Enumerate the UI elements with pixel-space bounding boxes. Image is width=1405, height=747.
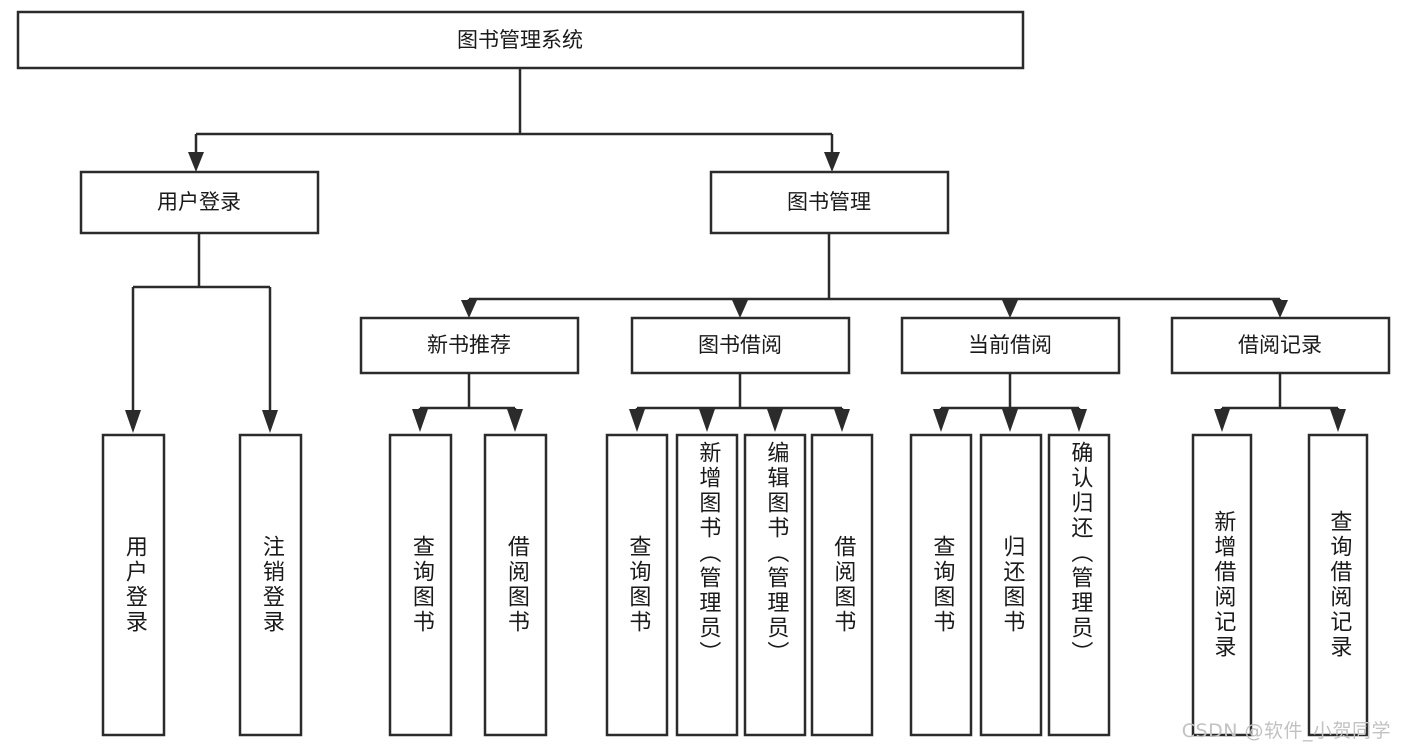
connector-currentborrow-to-leaves — [933, 373, 1087, 432]
node-book-management[interactable] — [709, 170, 950, 235]
connector-bookmgmt-to-level3 — [461, 233, 1288, 318]
node-book-borrow-label: 图书借阅 — [698, 333, 782, 357]
leaf-box[interactable] — [743, 433, 807, 737]
leaf-box[interactable] — [605, 433, 669, 737]
leaf-box[interactable] — [483, 433, 548, 737]
node-book-borrow[interactable] — [630, 316, 851, 375]
node-user-login[interactable] — [79, 170, 320, 235]
node-user-login-label: 用户登录 — [157, 190, 241, 214]
node-root[interactable] — [16, 10, 1025, 70]
watermark: CSDN @软件_小贺同学 — [1181, 720, 1391, 742]
leaf-box[interactable] — [979, 433, 1043, 737]
node-root-label: 图书管理系统 — [457, 28, 583, 52]
connector-root-to-level2 — [188, 68, 840, 172]
connector-borrowrecord-to-leaves — [1214, 373, 1346, 432]
connector-newbook-to-leaves — [412, 373, 523, 432]
leaf-box[interactable] — [1191, 433, 1253, 737]
connector-userlogin-to-leaves — [125, 233, 278, 433]
node-new-book-recommend[interactable] — [359, 316, 580, 375]
node-book-management-label: 图书管理 — [787, 190, 871, 214]
connector-bookborrow-to-leaves — [629, 373, 850, 432]
leaf-box[interactable] — [388, 433, 453, 737]
node-borrow-record-label: 借阅记录 — [1238, 333, 1322, 357]
leaf-box[interactable] — [1307, 433, 1369, 737]
node-new-book-recommend-label: 新书推荐 — [427, 333, 511, 357]
leaf-box[interactable] — [810, 433, 874, 737]
leaf-box[interactable] — [1047, 433, 1111, 737]
leaf-box[interactable] — [238, 433, 303, 737]
node-current-borrow-label: 当前借阅 — [968, 333, 1052, 357]
node-borrow-record[interactable] — [1170, 316, 1391, 375]
leaf-box[interactable] — [101, 433, 166, 737]
leaf-box[interactable] — [909, 433, 973, 737]
leaf-box[interactable] — [675, 433, 739, 737]
node-current-borrow[interactable] — [900, 316, 1121, 375]
leaf-box-group — [101, 433, 1369, 737]
